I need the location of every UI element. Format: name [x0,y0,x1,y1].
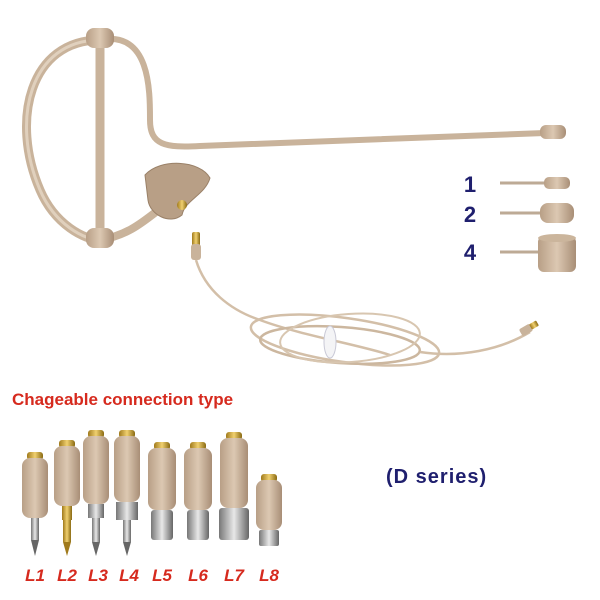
connector-label-l4: L4 [119,566,139,585]
connector-l2 [54,440,80,556]
connector-label-l1: L1 [25,566,45,585]
connector-l7 [219,432,249,540]
connection-type-title: Chageable connection type [12,390,234,409]
headset-mic [22,28,566,248]
connector-label-l3: L3 [88,566,108,585]
cable [191,232,539,367]
connector-l1 [22,452,48,556]
connector-label-l5: L5 [152,566,172,585]
connector-l5 [148,442,176,540]
capsule-size-label-2: 2 [463,202,477,227]
series-label: (D series) [386,466,488,488]
connector-l6 [184,442,212,540]
capsule-option-4 [500,234,576,272]
capsule-option-1 [500,177,570,189]
connector-label-l8: L8 [259,566,279,585]
capsule-size-label-4: 4 [463,240,477,265]
capsule-option-2 [500,203,574,223]
connector-label-l6: L6 [188,566,208,585]
connector-l8 [256,474,282,546]
connector-l4 [114,430,140,556]
capsule-size-label-1: 1 [463,172,477,197]
connector-label-l2: L2 [57,566,77,585]
connector-label-l7: L7 [224,566,244,585]
connector-l3 [83,430,109,556]
